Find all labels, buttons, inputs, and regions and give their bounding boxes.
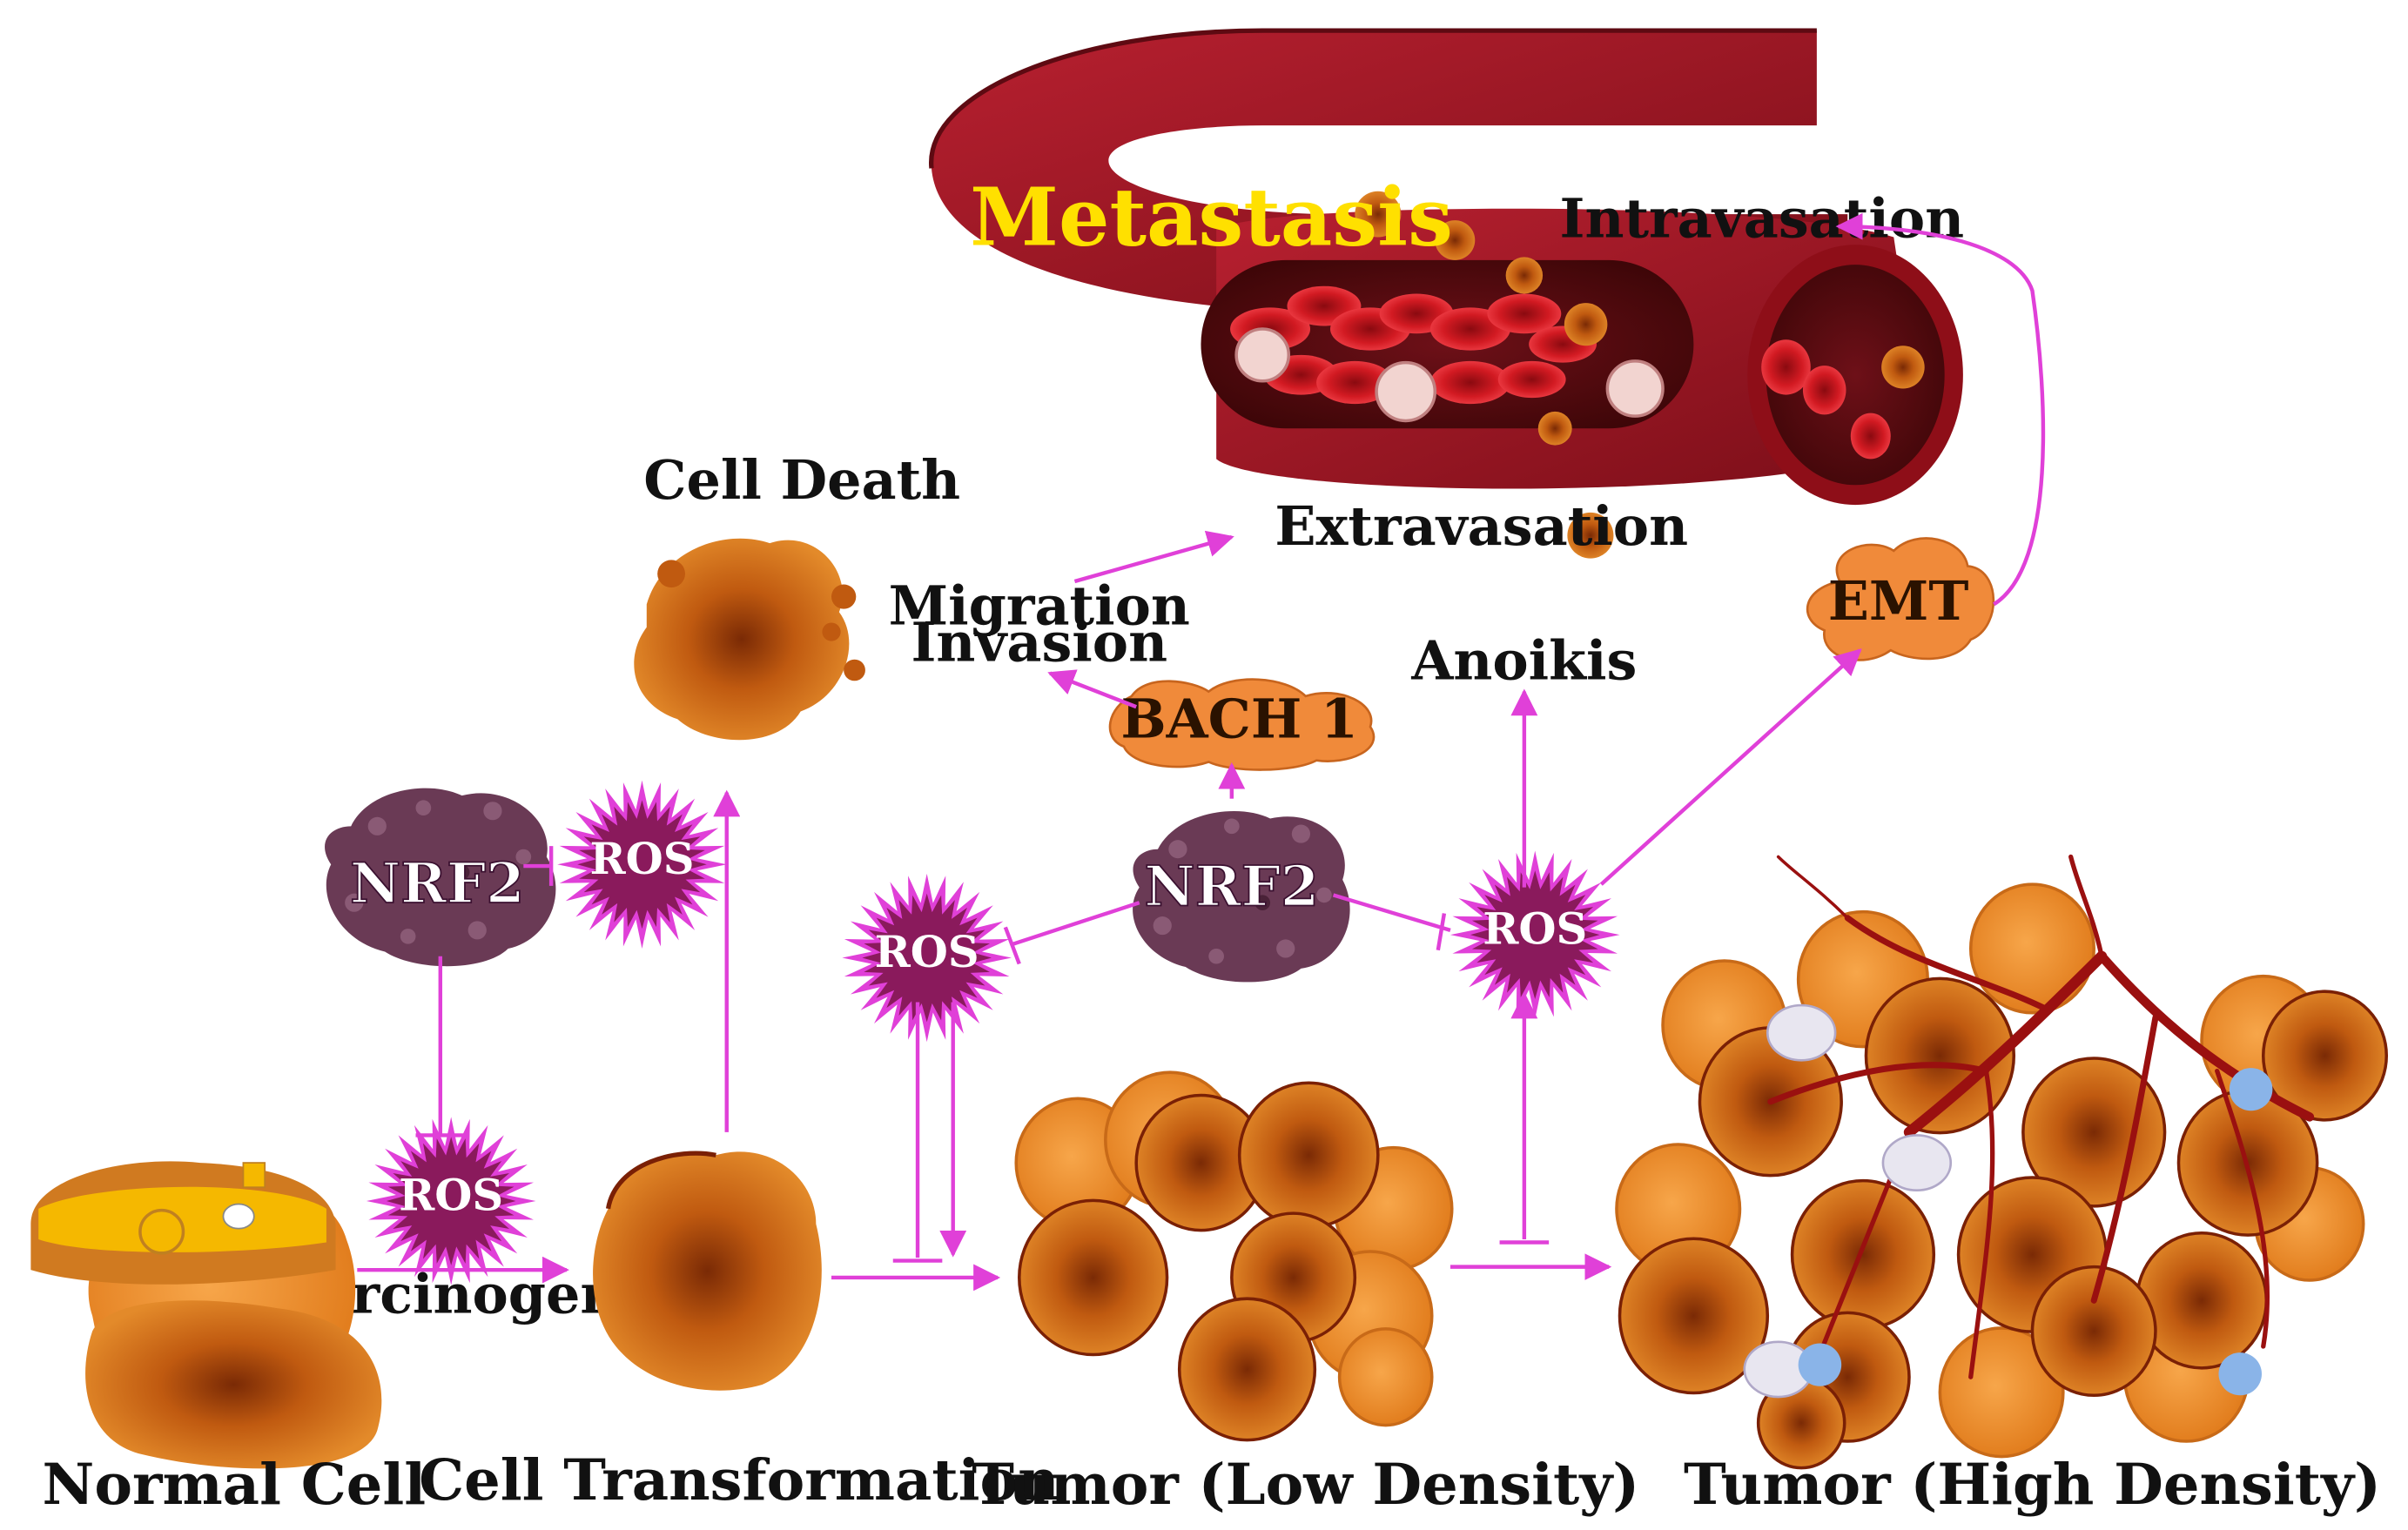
normal-cell-illustration: [30, 1161, 382, 1469]
extravasation-label: Extravasation: [1275, 494, 1688, 558]
ros-mid-left: ROS: [842, 873, 1012, 1043]
transformed-cell: [593, 1151, 822, 1391]
circulating-tumor-cells: [1355, 191, 1925, 559]
metastasis-title: Metastasis: [970, 171, 1453, 265]
bach1-label: BACH 1: [1120, 688, 1358, 751]
tumor-cell: [1337, 1327, 1434, 1427]
ros-upper-left: ROS: [557, 780, 727, 949]
ros-bottom-left: ROS: [366, 1117, 536, 1285]
emt-node: EMT: [1806, 537, 1995, 661]
tumor-cell: [1237, 1081, 1380, 1230]
blood-vessel: [929, 28, 1963, 506]
tumor-cell: [1968, 882, 2095, 1015]
nrf2-label-center: NRF2: [1145, 854, 1320, 919]
tumor-blood-vessels: [1767, 854, 2315, 1379]
nrf2-protein-left: NRF2: [325, 788, 556, 967]
cell-death-label: Cell Death: [643, 448, 960, 512]
arrow-emt-to-intravasation: [1835, 212, 2046, 607]
nrf2-label-left: NRF2: [350, 850, 525, 916]
tumor-low-density-cluster: [1014, 1070, 1454, 1442]
ros-label: ROS: [1483, 904, 1587, 955]
ros-mid-right: ROS: [1450, 850, 1620, 1019]
ros-label: ROS: [589, 834, 694, 884]
arrow-ros-to-emt: [1599, 648, 1862, 886]
tumor-high-density-cluster: [1615, 882, 2389, 1470]
ros-core: [1470, 870, 1600, 999]
inhibit-bar-ros-mid-left: [1003, 926, 1021, 965]
ros-core: [577, 800, 707, 929]
ros-core: [386, 1137, 516, 1265]
stage-label-tumor-high: Tumor (High Density): [1684, 1452, 2381, 1518]
emt-label: EMT: [1828, 569, 1969, 633]
stage-label-tumor-low: Tumor (Low Density): [972, 1452, 1639, 1518]
invasion-label: Invasion: [911, 611, 1167, 674]
inhibit-nrf2-ros-mid-left: [1012, 901, 1140, 946]
tumor-cell: [1864, 976, 2016, 1135]
migration-label: Migration: [889, 574, 1190, 637]
arrow-migration-to-extravasation: [1073, 530, 1234, 584]
stage-label-normal: Normal Cell: [43, 1452, 427, 1518]
tumor-cell: [1018, 1198, 1169, 1357]
pathway-connectors: [357, 212, 2046, 1292]
anoikis-label: Anoikis: [1410, 629, 1637, 693]
intravasation-label: Intravasation: [1560, 187, 1965, 251]
tumor-cell: [2135, 1231, 2269, 1370]
ros-label: ROS: [875, 927, 979, 977]
tumor-cell: [2261, 990, 2389, 1122]
tumor-cell: [2030, 1265, 2157, 1398]
ros-core: [862, 893, 992, 1023]
arrow-bach1-to-migration: [1047, 669, 1137, 709]
stage-label-transformation: Cell Transformation: [419, 1447, 1059, 1513]
nrf2-protein-center: NRF2: [1133, 811, 1350, 983]
white-blood-cells: [1234, 327, 1665, 423]
ros-nodes: ROS ROS ROS ROS: [366, 780, 1620, 1285]
tumor-cell: [1618, 1237, 1770, 1395]
tumor-cell: [1790, 1178, 1936, 1331]
tumor-cell: [1177, 1297, 1317, 1442]
bach1-node: BACH 1: [1108, 678, 1376, 771]
inhibit-bar-ros-mid-right: [1436, 913, 1447, 951]
dead-cell: [634, 538, 865, 741]
inhibit-nrf2-ros-mid-right: [1332, 893, 1451, 932]
ros-label: ROS: [399, 1171, 503, 1221]
immune-cells: [1743, 1003, 2273, 1399]
